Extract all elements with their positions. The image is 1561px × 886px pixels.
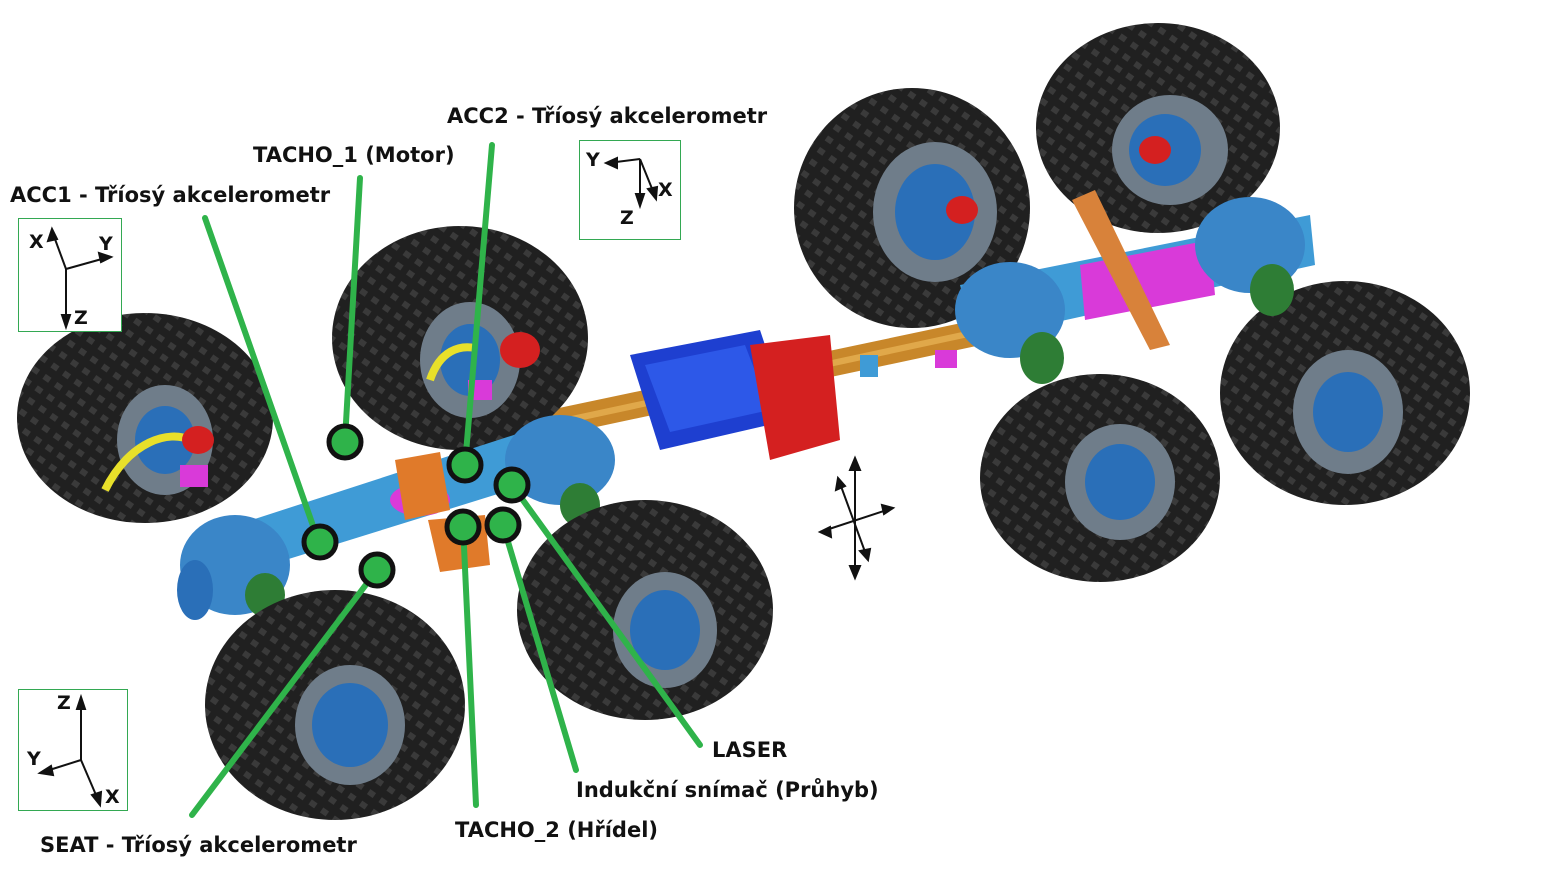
front-wheel-top-rear bbox=[332, 226, 588, 450]
rear-wheel-top-left bbox=[794, 88, 1030, 328]
label-laser: LASER bbox=[712, 738, 788, 762]
label-tacho1: TACHO_1 (Motor) bbox=[253, 143, 455, 167]
label-acc2: ACC2 - Tříosý akcelerometr bbox=[447, 104, 768, 128]
marker-tacho1 bbox=[326, 423, 364, 461]
axis-label: Z bbox=[620, 207, 634, 229]
marker-acc2 bbox=[446, 446, 484, 484]
seat-axis-frame: Z Y X bbox=[18, 689, 128, 811]
marker-inductive bbox=[484, 506, 522, 544]
label-tacho2: TACHO_2 (Hřídel) bbox=[455, 818, 659, 842]
axis-label: X bbox=[105, 786, 120, 808]
rear-wheel-bottom-left bbox=[980, 374, 1220, 582]
axis-arrows-icon bbox=[37, 693, 103, 808]
axis-label: Y bbox=[99, 233, 113, 255]
marker-seat bbox=[358, 551, 396, 589]
leader-laser bbox=[509, 482, 703, 748]
label-acc1: ACC1 - Tříosý akcelerometr bbox=[10, 183, 331, 207]
axis-label: Z bbox=[74, 307, 88, 329]
label-seat: SEAT - Tříosý akcelerometr bbox=[40, 833, 357, 857]
front-wheel-top-front bbox=[17, 313, 273, 523]
leader-tacho2 bbox=[460, 522, 479, 808]
axis-label: X bbox=[29, 231, 44, 253]
leader-tacho1 bbox=[342, 175, 363, 443]
marker-tacho2 bbox=[444, 508, 482, 546]
leader-inductive bbox=[500, 522, 579, 773]
axis-arrows-icon bbox=[603, 156, 659, 210]
global-axis-cross-icon bbox=[817, 455, 896, 581]
axis-label: Y bbox=[27, 748, 41, 770]
marker-acc1 bbox=[301, 523, 339, 561]
rear-wheel-bottom-right bbox=[1220, 281, 1470, 505]
leader-seat bbox=[189, 567, 380, 818]
acc1-axis-frame: X Y Z bbox=[18, 218, 122, 332]
leader-acc1 bbox=[202, 215, 321, 543]
acc2-axis-frame: Y X Z bbox=[579, 140, 681, 240]
front-wheel-bottom-rear bbox=[517, 500, 773, 720]
gearbox bbox=[630, 330, 957, 460]
front-wheel-bottom-front bbox=[205, 590, 465, 820]
leader-lines bbox=[189, 142, 703, 818]
rear-axle-assembly bbox=[946, 136, 1315, 384]
sensor-markers bbox=[301, 423, 531, 589]
marker-laser bbox=[493, 466, 531, 504]
axis-arrows-icon bbox=[46, 226, 114, 331]
label-inductive: Indukční snímač (Průhyb) bbox=[576, 778, 879, 802]
axis-label: Y bbox=[586, 149, 600, 171]
leader-acc2 bbox=[462, 142, 495, 468]
axis-label: X bbox=[658, 179, 673, 201]
axis-label: Z bbox=[57, 692, 71, 714]
